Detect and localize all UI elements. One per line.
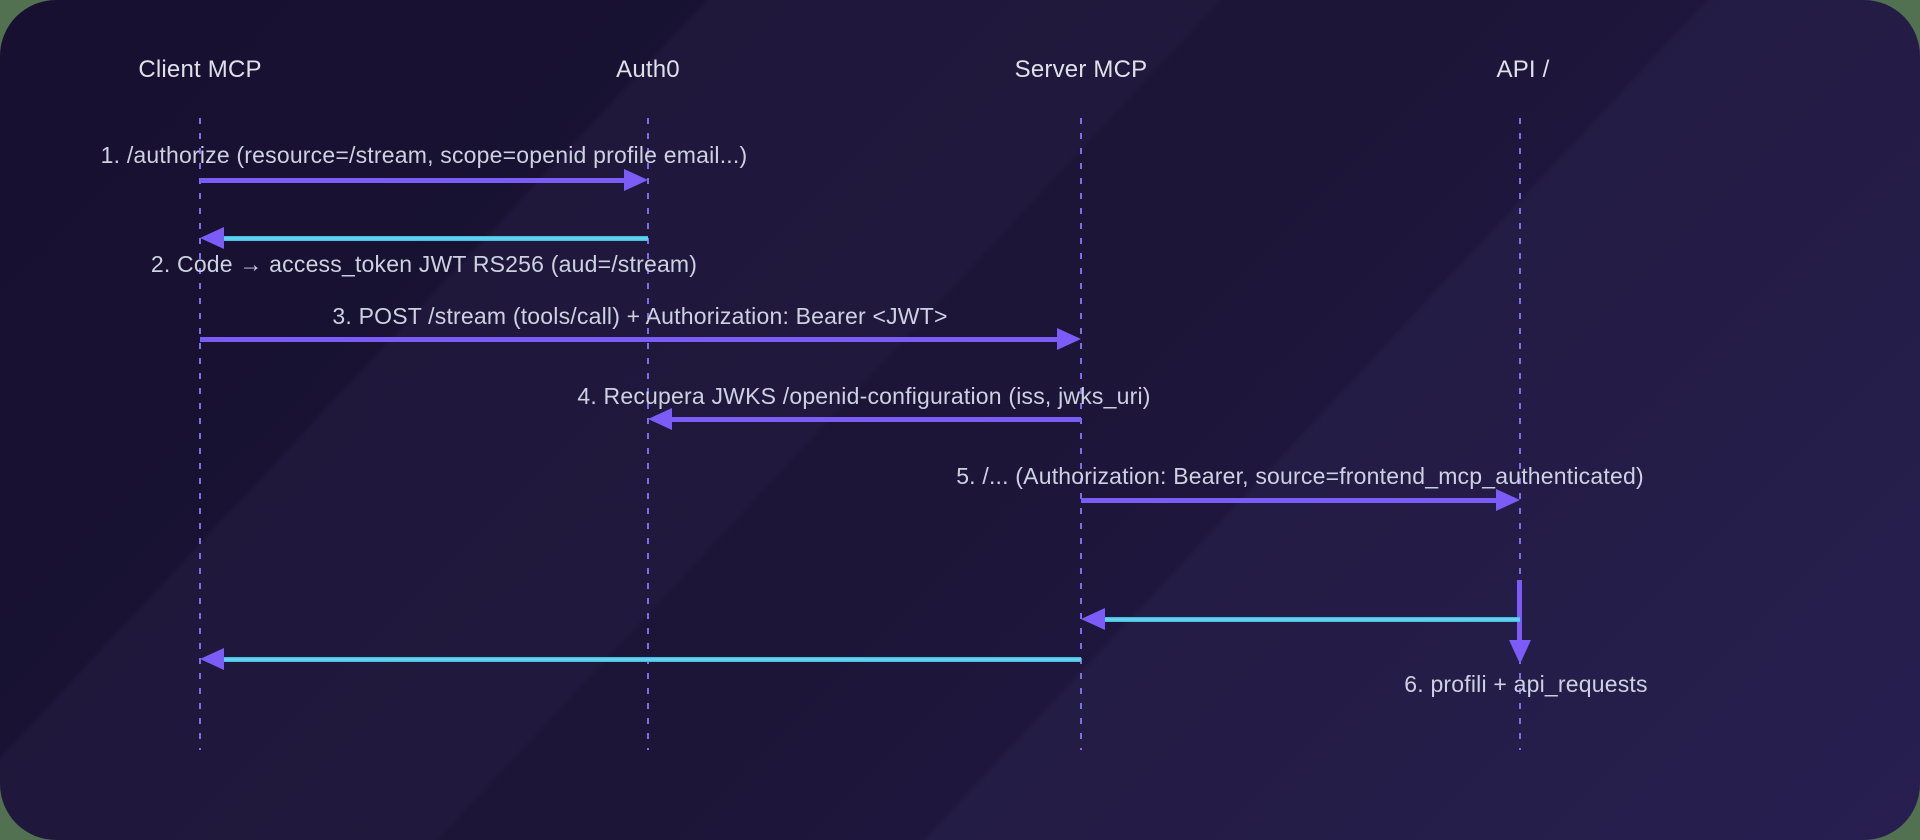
message-5-label: 5. /... (Authorization: Bearer, source=f… xyxy=(956,463,1644,489)
arrow-line xyxy=(220,657,1081,662)
arrowhead-down-icon xyxy=(1509,640,1531,664)
arrowhead-left-icon xyxy=(200,227,224,249)
arrowhead-right-icon xyxy=(1496,489,1520,511)
lifeline-server-mcp xyxy=(1080,118,1082,750)
arrow-line xyxy=(1517,580,1522,642)
arrowhead-right-icon xyxy=(624,169,648,191)
lifeline-api xyxy=(1519,118,1521,750)
arrowhead-left-icon xyxy=(1081,608,1105,630)
message-3-label: 3. POST /stream (tools/call) + Authoriza… xyxy=(332,303,948,329)
lifeline-client-mcp xyxy=(199,118,201,750)
arrowhead-right-icon xyxy=(1057,328,1081,350)
arrow-line xyxy=(668,417,1081,422)
arrowhead-left-icon xyxy=(648,408,672,430)
arrow-line xyxy=(1101,617,1520,622)
actor-server-mcp: Server MCP xyxy=(1014,56,1148,83)
arrowhead-left-icon xyxy=(200,648,224,670)
message-1-label: 1. /authorize (resource=/stream, scope=o… xyxy=(100,142,748,168)
actor-api: API / xyxy=(1496,56,1550,83)
arrow-line xyxy=(200,178,628,183)
actor-client-mcp: Client MCP xyxy=(138,56,262,83)
message-2-label: 2. Code → access_token JWT RS256 (aud=/s… xyxy=(150,251,698,277)
arrow-line xyxy=(200,337,1060,342)
arrow-line xyxy=(1081,498,1499,503)
lifeline-auth0 xyxy=(647,118,649,750)
message-4-label: 4. Recupera JWKS /openid-configuration (… xyxy=(577,383,1151,409)
actor-auth0: Auth0 xyxy=(616,56,680,83)
arrow-line xyxy=(220,236,648,241)
message-6-label: 6. profili + api_requests xyxy=(1404,671,1648,697)
